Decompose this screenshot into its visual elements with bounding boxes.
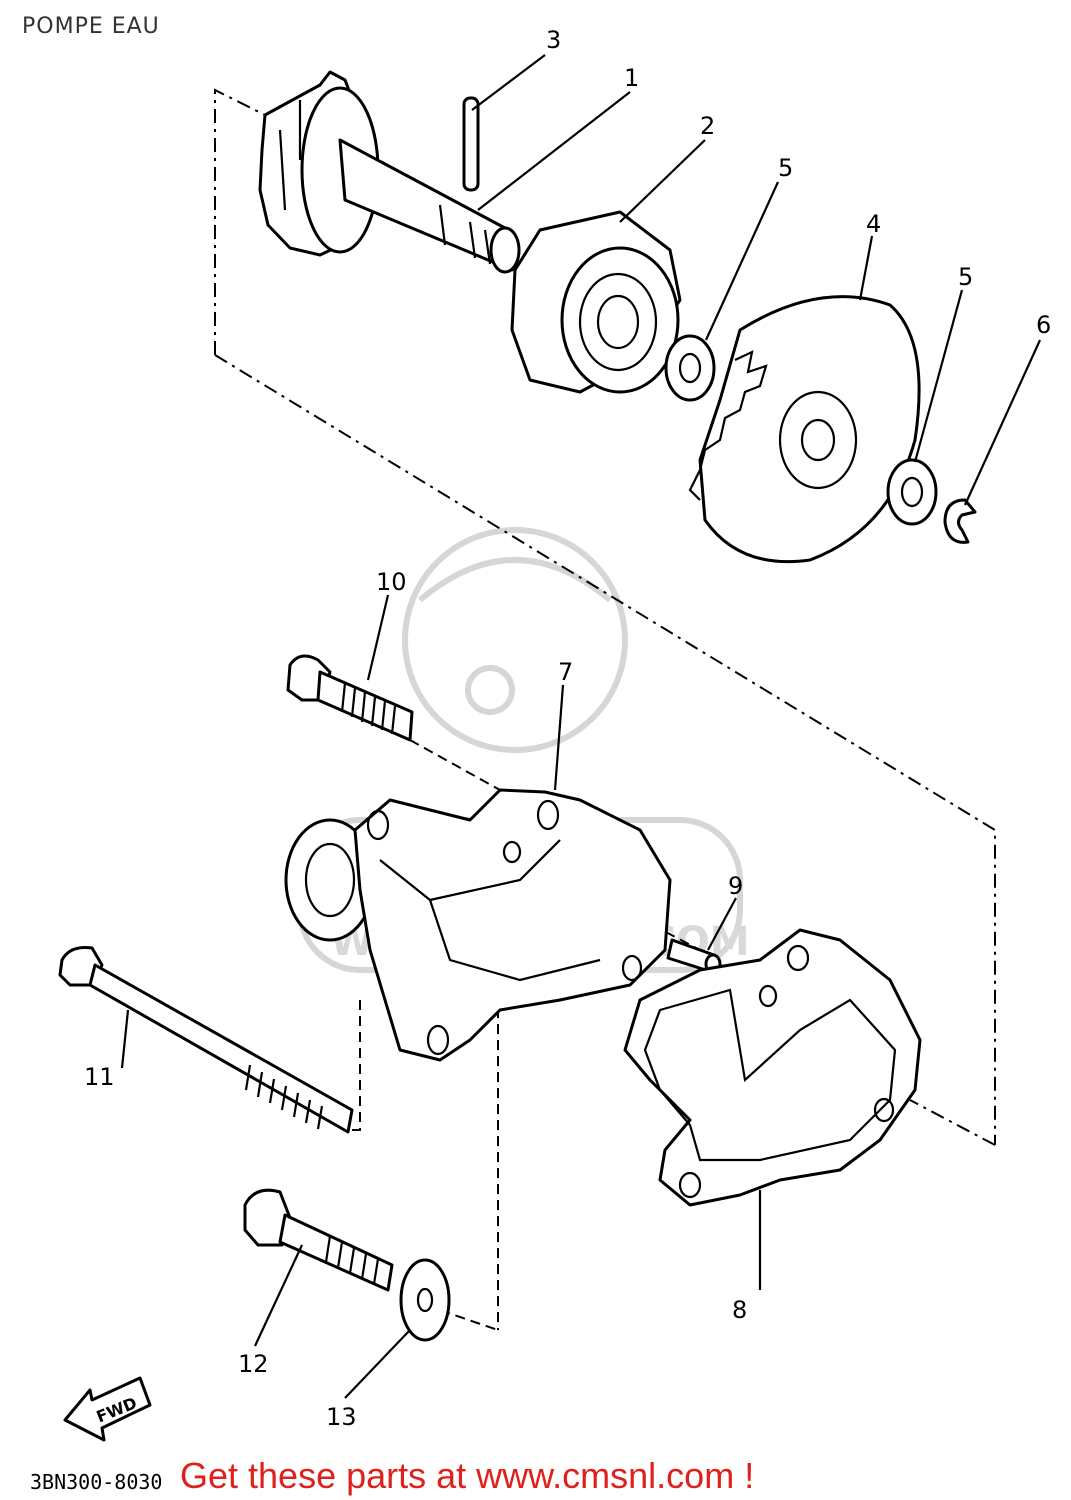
part-1-impeller-shaft [258, 70, 521, 274]
part-2-bearing [510, 210, 682, 394]
callout-5a: 5 [778, 154, 793, 182]
callout-11: 11 [84, 1063, 115, 1091]
part-11-long-bolt [58, 946, 354, 1134]
callout-13: 13 [326, 1403, 357, 1431]
part-5-washer-a [664, 334, 716, 402]
part-12-flange-bolt [243, 1188, 394, 1292]
callout-10: 10 [376, 568, 407, 596]
callout-4: 4 [866, 210, 881, 238]
callout-1: 1 [624, 64, 639, 92]
part-4-gear [688, 295, 921, 564]
footer-promo-link[interactable]: Get these parts at www.cmsnl.com ! [180, 1455, 755, 1496]
callout-6: 6 [1036, 311, 1051, 339]
drawing-code: 3BN300-8030 [30, 1470, 163, 1494]
part-8-gasket [623, 928, 922, 1207]
page-title: POMPE EAU [22, 14, 160, 39]
callout-9: 9 [728, 872, 743, 900]
part-6-circlip [943, 498, 977, 544]
part-7-pump-housing [284, 788, 672, 1062]
callout-7: 7 [558, 658, 573, 686]
callout-2: 2 [700, 112, 715, 140]
part-5-washer-b [886, 458, 938, 526]
callout-3: 3 [546, 26, 561, 54]
callout-labels: 1 2 3 4 5 5 6 7 8 9 10 11 12 13 [84, 26, 1051, 1431]
callout-8: 8 [732, 1296, 747, 1324]
part-10-bolt [286, 654, 414, 742]
part-13-washer [399, 1258, 451, 1342]
leader-lines [120, 54, 1042, 1399]
callout-5b: 5 [958, 263, 973, 291]
fwd-arrow-icon: FWD [63, 1376, 152, 1442]
part-3-pin [462, 96, 480, 192]
callout-12: 12 [238, 1350, 269, 1378]
